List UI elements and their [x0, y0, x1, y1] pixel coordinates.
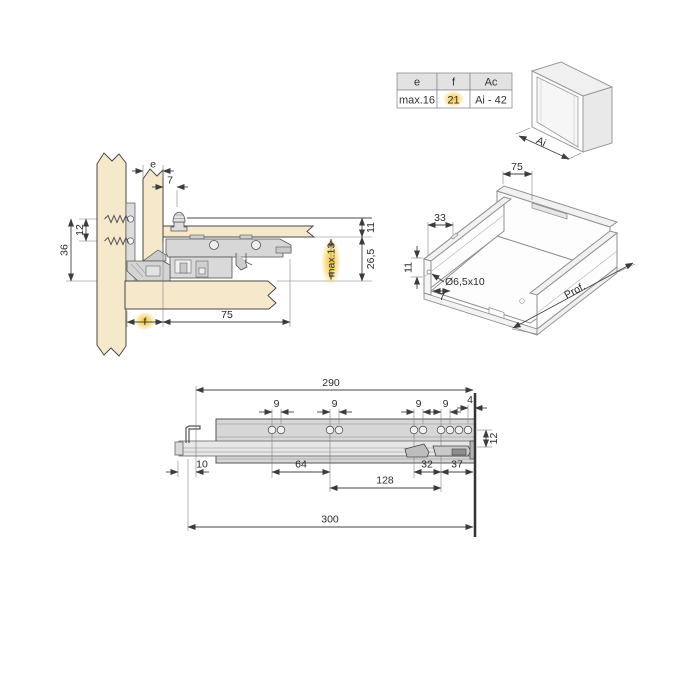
dim-ai: Ai	[534, 135, 548, 150]
table-header-e: e	[414, 77, 420, 89]
mounting-hole	[463, 425, 473, 435]
mounting-hole	[334, 425, 344, 435]
dim-max13: max.13	[326, 243, 338, 278]
dim-12-rail: 12	[488, 433, 500, 445]
table-value-ac: Ai - 42	[475, 95, 507, 107]
mounting-hole	[445, 425, 455, 435]
dim-e: e	[150, 159, 156, 171]
latch-lever	[404, 443, 430, 458]
dim-4: 4	[467, 394, 473, 406]
slide-tab	[239, 234, 253, 240]
front-edge-notch	[488, 307, 505, 319]
dim-notch-75: 75	[511, 161, 523, 173]
dim-290: 290	[322, 377, 340, 389]
highlight-glow	[321, 238, 341, 286]
dim-hole-spec: Ø6,5x10	[445, 276, 485, 288]
mounting-screw	[104, 236, 129, 246]
dim-64: 64	[295, 459, 307, 471]
left-panel-front-edge	[423, 258, 432, 296]
locking-pin	[170, 211, 188, 232]
dim-f: f	[144, 316, 147, 328]
mounting-hole	[409, 425, 419, 435]
dim-10: 10	[196, 459, 208, 471]
dim-9c: 9	[416, 398, 422, 410]
cabinet-cube: Ai	[515, 61, 614, 161]
dim-33: 33	[434, 212, 446, 224]
dim-ext	[511, 328, 538, 335]
dim-37: 37	[451, 459, 463, 471]
dim-line	[512, 262, 634, 329]
dim-side-11: 11	[403, 262, 415, 273]
mounting-hole	[267, 425, 277, 435]
dim-9a: 9	[274, 398, 280, 410]
dim-ext	[566, 152, 582, 161]
cube-right-face	[582, 86, 613, 153]
latch-hook	[245, 253, 253, 266]
mounting-screw	[104, 214, 129, 224]
dim-128: 128	[376, 475, 394, 487]
bracket-detail	[145, 265, 161, 277]
cube-opening	[536, 76, 579, 148]
slide-mechanism	[126, 234, 292, 282]
dim-7: 7	[167, 175, 173, 187]
spec-table: e f Ac max.16 21 Ai - 42	[396, 72, 513, 109]
rail-side-view: 290 9 9 9 9 4 12 10 64 32 37 128 300	[166, 377, 500, 537]
dim-hole-7: 7	[439, 291, 445, 303]
cabinet-side-panel	[96, 152, 127, 357]
roller	[251, 240, 261, 250]
dim-ext	[617, 263, 636, 273]
cabinet-bottom-panel	[124, 280, 277, 310]
highlight-glow	[442, 90, 465, 108]
mounting-hole	[418, 425, 428, 435]
mounting-holes	[267, 425, 473, 435]
bracket-hole	[126, 237, 135, 245]
slide-body	[165, 238, 292, 258]
housing-detail	[198, 267, 206, 275]
dim-ext	[515, 127, 531, 135]
housing-detail	[179, 262, 188, 274]
table-header-f: f	[452, 77, 456, 89]
section-view: e 7 12 36 11 26,5 max.13 f 75	[59, 152, 377, 357]
floor-pilot-hole	[519, 298, 525, 304]
dim-9d: 9	[443, 398, 449, 410]
roller	[209, 240, 219, 250]
bracket-hole	[126, 215, 135, 223]
mounting-hole	[436, 425, 446, 435]
dim-9b: 9	[332, 398, 338, 410]
leader-line	[431, 273, 445, 283]
slide-tab	[189, 234, 205, 240]
drawer-iso: 75 33 11 Ø6,5x10 7 Prof.	[403, 161, 636, 336]
dim-75: 75	[221, 309, 233, 321]
back-panel-top	[495, 185, 619, 228]
left-panel-slot	[450, 232, 459, 240]
ai-dim-line	[518, 135, 570, 160]
dim-300: 300	[321, 514, 339, 526]
slide-step	[275, 246, 292, 254]
rear-hook	[185, 425, 201, 443]
dim-36: 36	[59, 244, 71, 256]
left-panel-groove	[423, 214, 505, 278]
cube-interior-lines	[540, 79, 575, 144]
release-latch	[404, 440, 476, 460]
mounting-hole	[276, 425, 286, 435]
table-value-e: max.16	[399, 95, 435, 107]
mounting-pilot-hole	[426, 269, 432, 275]
mounting-hole	[454, 425, 464, 435]
mounting-hole	[325, 425, 335, 435]
drawer-rail	[178, 440, 476, 457]
rail-profile-lines	[216, 423, 475, 460]
dim-12: 12	[74, 224, 86, 236]
back-panel-notch	[531, 202, 568, 220]
dim-32: 32	[421, 459, 433, 471]
rail-end-cap	[174, 441, 184, 456]
latch-hook	[235, 253, 248, 271]
dim-11: 11	[365, 222, 377, 233]
dim-26-5: 26,5	[365, 249, 377, 270]
drawer-bottom-panel	[162, 225, 316, 238]
table-value-cell	[469, 89, 513, 109]
latch-pad	[451, 448, 467, 456]
table-value-f: 21	[447, 95, 459, 107]
table-header-ac: Ac	[485, 77, 498, 89]
